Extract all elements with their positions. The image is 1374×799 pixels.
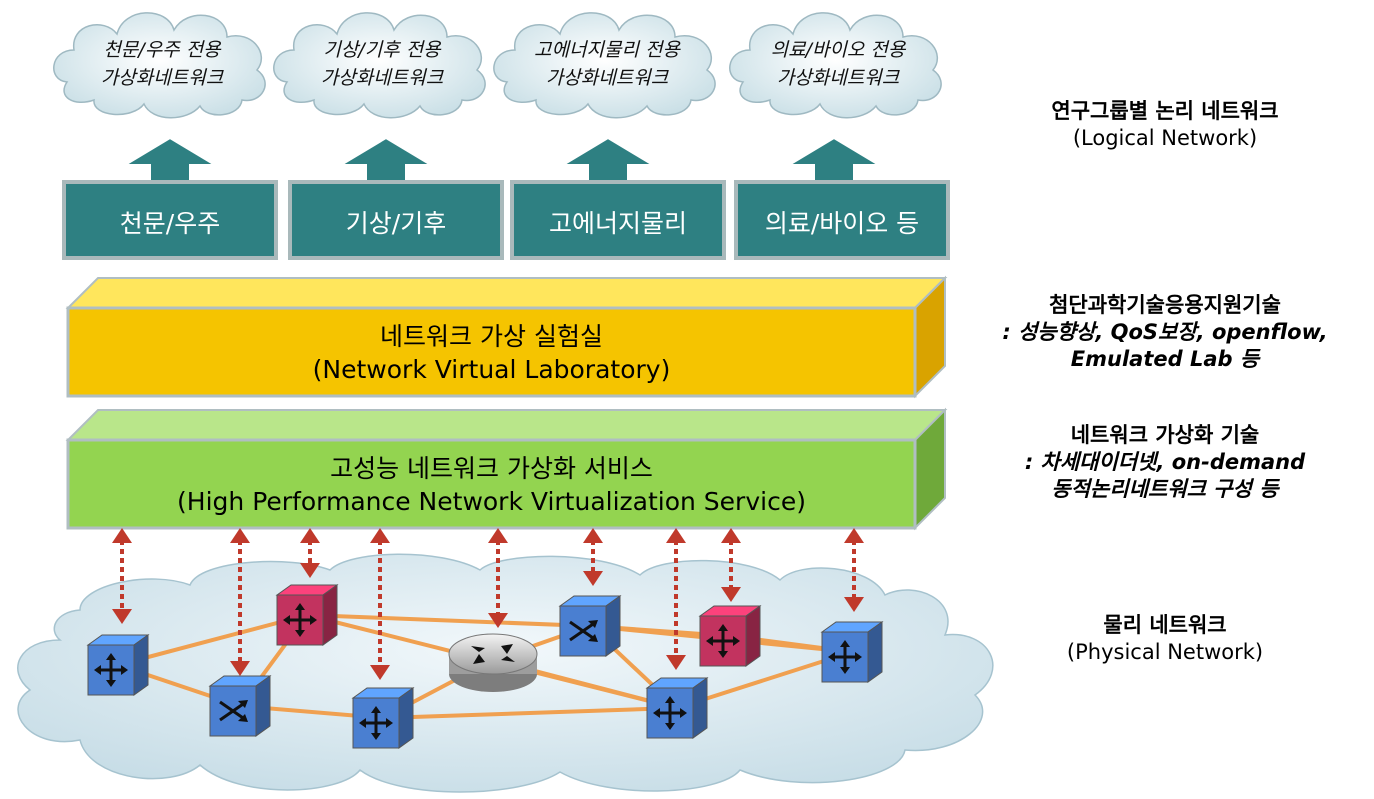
blue-switch-6 (820, 621, 884, 683)
arrow-9 (844, 528, 864, 612)
group-box-4 (734, 180, 950, 260)
cloud-2-line2: 가상화네트워크 (320, 67, 444, 89)
cloud-label-3: 고에너지물리 전용 가상화네트워크 (517, 36, 697, 92)
group-label-3: 고에너지물리 (548, 209, 687, 238)
group-box-2 (288, 180, 504, 260)
cloud-2-line1: 기상/기후 전용 (323, 39, 441, 61)
connection-arrows (112, 528, 864, 680)
side-physical-title: 물리 네트워크 (1103, 613, 1227, 637)
cloud-3 (493, 12, 716, 119)
virtualization-service-title: 고성능 네트워크 가상화 서비스 (330, 454, 653, 483)
logical-clouds (53, 12, 942, 119)
cloud-3-line2: 가상화네트워크 (545, 67, 669, 89)
blue-switch-5 (645, 677, 709, 739)
side-virtualization-line2: : 차세대이더넷, on-demand (1024, 450, 1306, 474)
side-label-logical: 연구그룹별 논리 네트워크 (Logical Network) (980, 98, 1350, 152)
group-label-1: 천문/우주 (119, 209, 221, 238)
side-logical-title: 연구그룹별 논리 네트워크 (1051, 99, 1279, 123)
blue-switch-3 (351, 687, 415, 749)
cloud-1 (53, 12, 266, 119)
virtual-lab-bar (65, 275, 948, 399)
cloud-1-line2: 가상화네트워크 (100, 67, 224, 89)
switch-multilayer-icon (283, 603, 317, 637)
virtualization-service-subtitle: (High Performance Network Virtualization… (177, 487, 806, 516)
group-label-4: 의료/바이오 등 (764, 209, 920, 238)
cloud-label-4: 의료/바이오 전용 가상화네트워크 (753, 36, 923, 92)
cloud-4 (729, 12, 942, 119)
blue-switch-4 (558, 595, 622, 657)
side-label-advanced: 첨단과학기술응용지원기술 : 성능향상, QoS보장, openflow, Em… (980, 292, 1350, 373)
switch-multilayer-icon (653, 696, 687, 730)
side-label-physical: 물리 네트워크 (Physical Network) (980, 612, 1350, 666)
side-virtualization-line3: 동적논리네트워크 구성 등 (1051, 477, 1279, 501)
group-box-3 (510, 180, 726, 260)
arrow-1 (112, 528, 132, 624)
up-arrows (121, 136, 883, 184)
switch-multilayer-icon (706, 624, 740, 658)
up-arrow-4 (785, 136, 883, 184)
virtual-lab-title: 네트워크 가상 실험실 (380, 322, 603, 351)
cloud-4-line2: 가상화네트워크 (776, 67, 900, 89)
side-virtualization-title: 네트워크 가상화 기술 (1070, 423, 1260, 447)
arrow-2 (230, 528, 250, 676)
side-logical-subtitle: (Logical Network) (1072, 126, 1258, 150)
virtual-lab-subtitle: (Network Virtual Laboratory) (312, 355, 671, 384)
cloud-label-2: 기상/기후 전용 가상화네트워크 (302, 36, 462, 92)
side-advanced-title: 첨단과학기술응용지원기술 (1049, 293, 1281, 317)
arrow-7 (666, 528, 686, 670)
virtualization-service-label: 고성능 네트워크 가상화 서비스 (High Performance Netwo… (68, 452, 915, 518)
switch-cross-icon (569, 620, 598, 642)
blue-switch-1 (86, 634, 150, 696)
arrow-8 (721, 528, 741, 602)
arrow-3 (300, 528, 320, 578)
network-devices (86, 584, 884, 749)
switch-cross-icon (219, 700, 248, 722)
cloud-label-1: 천문/우주 전용 가상화네트워크 (82, 36, 242, 92)
router-arrows-icon (471, 644, 515, 664)
group-label-2: 기상/기후 (345, 209, 447, 238)
virtual-lab-label: 네트워크 가상 실험실 (Network Virtual Laboratory) (68, 320, 915, 386)
virtualization-service-bar (65, 407, 948, 531)
arrow-4 (370, 528, 390, 680)
red-switch-2 (698, 605, 762, 667)
cloud-1-line1: 천문/우주 전용 (103, 39, 221, 61)
switch-multilayer-icon (828, 640, 862, 674)
side-advanced-line2: : 성능향상, QoS보장, openflow, (1002, 320, 1328, 344)
side-label-virtualization: 네트워크 가상화 기술 : 차세대이더넷, on-demand 동적논리네트워크… (980, 422, 1350, 503)
side-advanced-line3: Emulated Lab 등 (1070, 347, 1260, 371)
cloud-2 (273, 12, 486, 119)
cloud-3-line1: 고에너지물리 전용 (534, 39, 680, 61)
group-box-1 (62, 180, 278, 260)
blue-switch-2 (208, 675, 272, 737)
switch-multilayer-icon (359, 706, 393, 740)
arrow-6 (583, 528, 603, 586)
switch-multilayer-icon (94, 653, 128, 687)
router (448, 633, 538, 692)
red-switch-1 (275, 584, 339, 646)
arrow-5 (488, 528, 508, 628)
up-arrow-1 (121, 136, 219, 184)
cloud-4-line1: 의료/바이오 전용 (770, 39, 906, 61)
up-arrow-2 (337, 136, 435, 184)
side-physical-subtitle: (Physical Network) (1066, 640, 1264, 664)
group-boxes (62, 180, 950, 260)
up-arrow-3 (559, 136, 657, 184)
